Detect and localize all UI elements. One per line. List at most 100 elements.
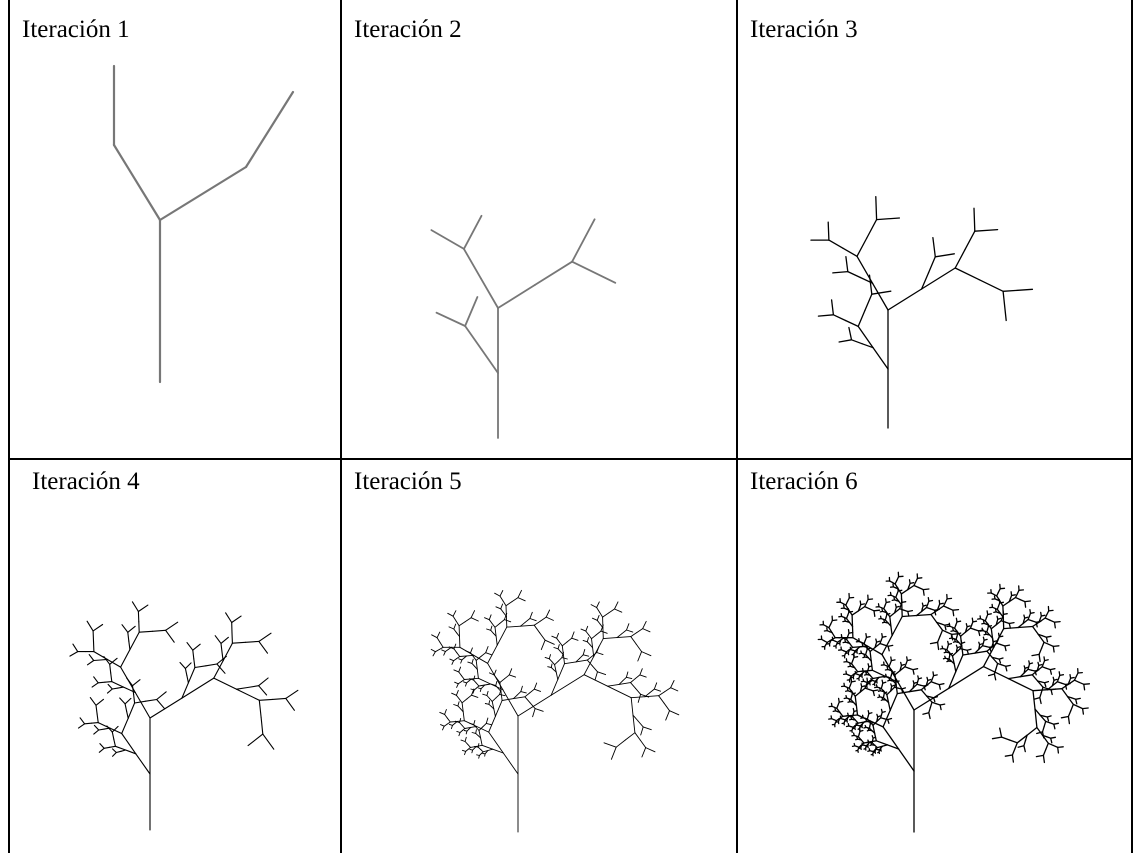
branch-tip bbox=[641, 747, 647, 758]
branch-segment bbox=[258, 698, 274, 701]
branch-segment bbox=[496, 626, 508, 646]
branch-segment bbox=[864, 687, 870, 691]
branch-segment bbox=[591, 638, 594, 649]
branch-segment bbox=[884, 619, 889, 624]
branch-segment bbox=[955, 654, 964, 673]
branch-segment bbox=[664, 687, 672, 693]
branch-tip bbox=[463, 214, 483, 250]
branch-segment bbox=[128, 640, 131, 651]
branch-segment bbox=[497, 283, 536, 309]
branch-segment bbox=[470, 677, 479, 680]
branch-tip bbox=[231, 615, 242, 624]
branch-tip bbox=[571, 637, 579, 641]
branch-tip bbox=[861, 643, 864, 647]
fractal-tree-1 bbox=[112, 64, 295, 384]
branch-segment bbox=[889, 616, 892, 627]
branch-segment bbox=[1038, 647, 1043, 656]
branch-segment bbox=[596, 607, 601, 613]
branch-tip bbox=[1083, 683, 1086, 691]
branch-tip bbox=[192, 643, 201, 651]
branch-segment bbox=[658, 691, 666, 697]
branch-segment bbox=[939, 629, 944, 637]
branch-tip bbox=[529, 618, 537, 622]
branch-tip bbox=[453, 704, 459, 707]
branch-segment bbox=[978, 645, 984, 651]
branch-segment bbox=[870, 660, 874, 671]
branch-segment bbox=[882, 709, 891, 728]
branch-segment bbox=[1032, 689, 1049, 692]
branch-segment bbox=[891, 615, 903, 637]
branch-segment bbox=[566, 637, 573, 643]
branch-segment bbox=[872, 724, 876, 734]
panel-iteration-3: Iteración 3 bbox=[738, 0, 1131, 458]
branch-tip bbox=[922, 604, 927, 607]
branch-tip bbox=[450, 724, 453, 730]
branch-segment bbox=[936, 605, 945, 611]
branch-tip bbox=[860, 650, 863, 654]
branch-tip bbox=[533, 682, 538, 690]
branch-segment bbox=[602, 637, 618, 640]
branch-segment bbox=[866, 218, 878, 239]
branch-segment bbox=[438, 646, 444, 650]
branch-segment bbox=[1045, 720, 1051, 724]
branch-segment bbox=[487, 644, 498, 664]
branch-segment bbox=[954, 267, 980, 281]
branch-segment bbox=[830, 637, 836, 641]
branch-tip bbox=[453, 643, 457, 650]
branch-tip bbox=[863, 747, 867, 750]
branch-segment bbox=[1016, 734, 1028, 744]
branch-tip bbox=[614, 608, 623, 613]
branch-segment bbox=[941, 629, 948, 633]
branch-segment bbox=[860, 739, 865, 744]
branch-tip bbox=[585, 625, 589, 632]
branch-segment bbox=[913, 581, 917, 587]
branch-tip bbox=[885, 601, 891, 604]
branch-tip bbox=[642, 726, 652, 731]
branch-tip bbox=[873, 610, 876, 618]
branch-segment bbox=[495, 693, 501, 699]
branch-tip bbox=[944, 655, 947, 659]
branch-segment bbox=[145, 698, 158, 702]
branch-tip bbox=[72, 643, 79, 653]
branch-tip bbox=[966, 648, 972, 651]
branch-tip bbox=[954, 639, 956, 643]
branch-tip bbox=[137, 604, 149, 613]
branch-segment bbox=[461, 698, 468, 704]
branch-tip bbox=[856, 736, 859, 740]
branch-tip bbox=[850, 716, 853, 720]
branch-segment bbox=[575, 659, 588, 663]
branch-tip bbox=[947, 658, 950, 662]
branch-segment bbox=[114, 745, 127, 751]
branch-segment bbox=[461, 675, 465, 680]
branch-tip bbox=[69, 651, 79, 657]
branch-tip bbox=[1048, 609, 1054, 612]
branch-tip bbox=[540, 639, 546, 651]
branch-segment bbox=[1061, 683, 1069, 690]
branch-tip bbox=[882, 681, 887, 684]
branch-segment bbox=[908, 667, 914, 671]
branch-segment bbox=[1044, 617, 1051, 621]
branch-segment bbox=[616, 636, 632, 639]
branch-tip bbox=[873, 609, 881, 612]
branch-segment bbox=[915, 577, 919, 583]
branch-segment bbox=[184, 667, 188, 677]
branch-segment bbox=[876, 745, 884, 749]
branch-segment bbox=[488, 731, 504, 754]
branch-tip bbox=[499, 693, 506, 697]
branch-tip bbox=[853, 656, 859, 659]
branch-segment bbox=[486, 695, 491, 699]
panel-label: Iteración 5 bbox=[354, 468, 462, 495]
branch-segment bbox=[951, 651, 958, 657]
branch-segment bbox=[193, 658, 196, 669]
branch-segment bbox=[881, 634, 893, 656]
branch-segment bbox=[903, 609, 909, 613]
branch-segment bbox=[881, 653, 899, 683]
branch-tip bbox=[1057, 746, 1064, 749]
branch-segment bbox=[479, 277, 499, 309]
branch-tip bbox=[586, 637, 589, 643]
branch-tip bbox=[1053, 620, 1061, 623]
branch-segment bbox=[630, 678, 636, 684]
branch-tip bbox=[956, 620, 962, 623]
branch-segment bbox=[845, 648, 851, 653]
branch-segment bbox=[480, 652, 487, 657]
